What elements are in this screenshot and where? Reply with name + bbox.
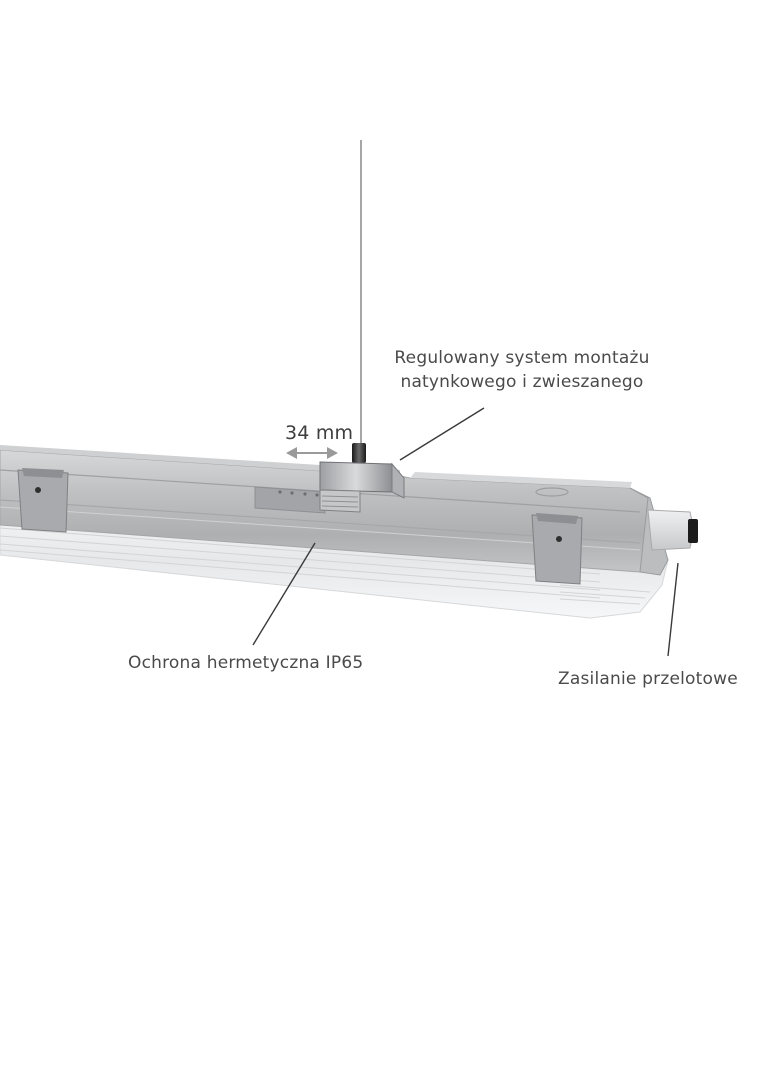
end-cap: [629, 487, 698, 576]
left-clip: [17, 468, 69, 533]
mounting-label-line2: natynkowego i zwieszanego: [400, 372, 644, 392]
mounting-bracket: [319, 461, 405, 513]
dimension-arrow-icon: [286, 447, 338, 459]
dimension-label: 34 mm: [285, 422, 354, 444]
ip-rating-label: Ochrona hermetyczna IP65: [128, 653, 364, 673]
right-clip: [531, 513, 583, 585]
mounting-label-line1: Regulowany system montażu: [394, 348, 650, 368]
cable-gland-cap: [688, 519, 698, 543]
mounting-system-label: Regulowany system montażu natynkowego i …: [388, 346, 656, 394]
suspension-wire: [352, 140, 366, 463]
callout-line-power: [667, 562, 679, 657]
callout-line-mounting: [399, 407, 485, 461]
callout-line-ip: [252, 542, 316, 646]
through-wiring-label: Zasilanie przelotowe: [558, 669, 738, 689]
